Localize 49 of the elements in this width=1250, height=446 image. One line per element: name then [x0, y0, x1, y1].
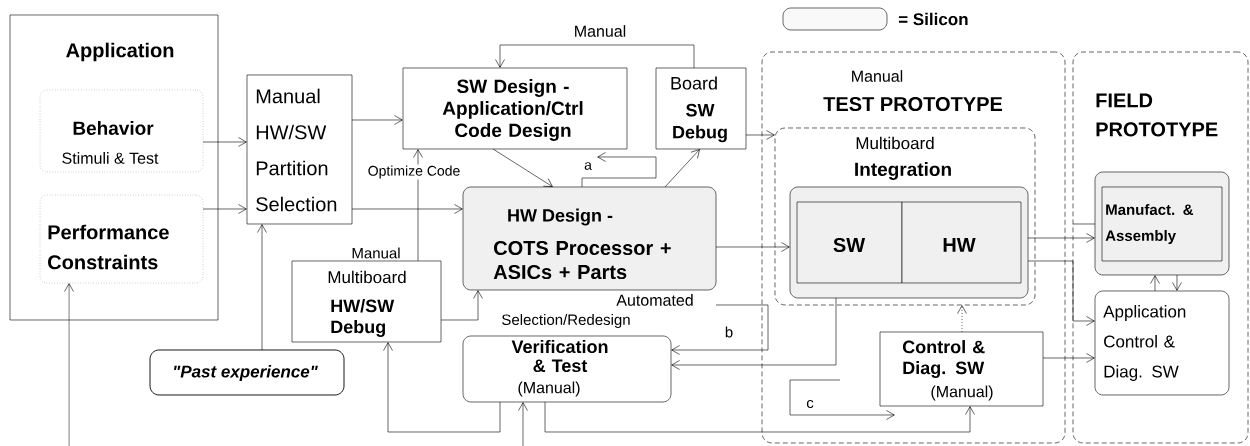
- arrow: [257, 224, 267, 351]
- dotted-box: Performance Constraints: [39, 194, 204, 284]
- arrow: [957, 305, 967, 333]
- note-text: Automated: [616, 294, 693, 306]
- arrow: [202, 137, 247, 147]
- arrow: [383, 342, 501, 433]
- arrow: [1027, 233, 1095, 243]
- process-box: SW: [796, 201, 903, 284]
- arrow: [664, 149, 700, 188]
- arrow: [544, 401, 975, 433]
- arrow: [1150, 275, 1160, 292]
- process-box: Control & Diag. SW (Manual): [879, 331, 1044, 407]
- arrow: [1027, 260, 1095, 326]
- note-text: Selection/Redesign: [502, 314, 630, 328]
- dotted-box: Behavior Stimuli & Test: [39, 89, 204, 173]
- edge-label: Manual: [572, 24, 628, 38]
- arrow: [440, 290, 483, 321]
- edge-label: b: [723, 325, 735, 339]
- process-box: HW: [901, 201, 1022, 284]
- silicon-box: HW Design - COTS Processor + ASICs + Parts: [462, 186, 717, 291]
- legend-item: = Silicon: [782, 7, 968, 31]
- side-label: Manual: [352, 247, 400, 259]
- edge-label: Optimize Code: [366, 164, 462, 180]
- arrow: [202, 204, 247, 214]
- arrow: [789, 379, 895, 420]
- arrow: [495, 44, 695, 69]
- arrow: [413, 149, 423, 262]
- arrow: [671, 304, 769, 355]
- process-box: Manual HW/SW Partition Selection: [246, 74, 353, 225]
- process-box: Board SW Debug: [655, 67, 747, 150]
- arrow: [351, 204, 463, 214]
- process-box: SW Design - Application/Ctrl Code Design: [402, 67, 628, 150]
- arrow: [745, 130, 775, 140]
- arrow: [671, 297, 837, 370]
- process-box: Verification & Test (Manual): [462, 335, 672, 403]
- arrow: [492, 148, 553, 187]
- arrow: [715, 242, 790, 252]
- arrow: [581, 152, 657, 188]
- arrow: [64, 283, 74, 446]
- arrow: [518, 402, 528, 446]
- edge-label: c: [805, 398, 815, 410]
- process-box: Multiboard HW/SW Debug: [291, 260, 442, 343]
- process-box: Application Control & Diag. SW: [1094, 290, 1230, 396]
- arrow: [351, 115, 403, 125]
- process-box: Manufact. & Assembly: [1101, 186, 1223, 262]
- edge-label: a: [583, 161, 593, 171]
- arrow: [1042, 353, 1095, 363]
- arrow: [1172, 274, 1182, 291]
- note-box: "Past experience": [149, 349, 345, 396]
